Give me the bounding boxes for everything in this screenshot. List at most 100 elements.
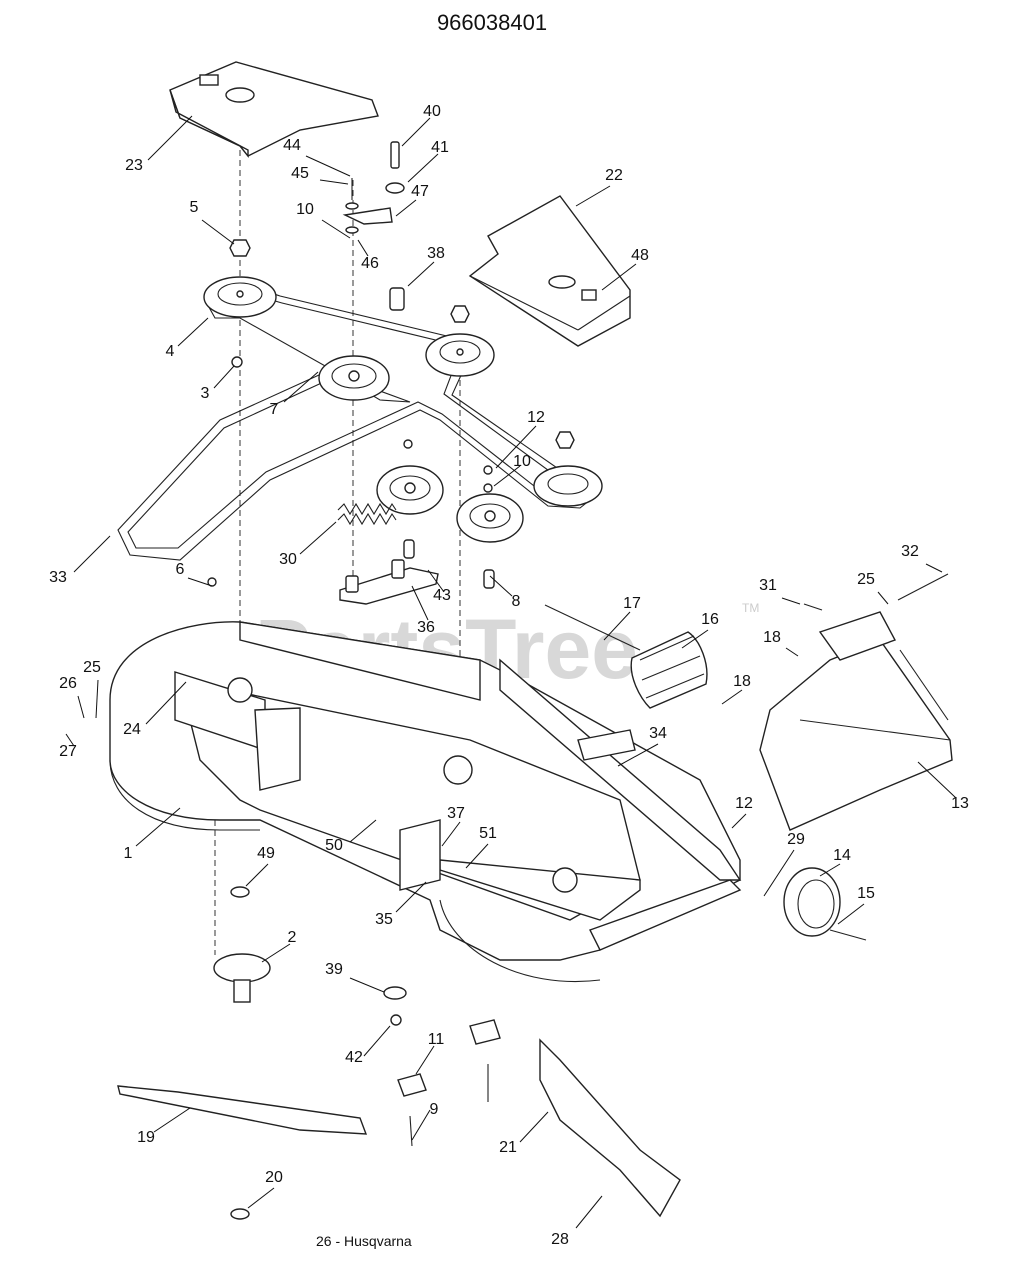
callout-leader-36	[411, 585, 429, 621]
watermark-tm: TM	[742, 601, 759, 615]
callout-leader-31	[781, 597, 801, 605]
callout-leader-4	[177, 317, 209, 347]
callout-leader-25	[877, 591, 889, 605]
callout-leader-29	[763, 849, 795, 897]
callout-leader-22	[575, 185, 611, 207]
callout-leader-17	[603, 611, 631, 641]
callout-leader-25	[95, 679, 99, 719]
callouts: 1234567891010111212131415161718181920212…	[49, 103, 969, 1248]
callout-leader-48	[601, 263, 637, 291]
page-footer: 26 - Husqvarna	[316, 1233, 412, 1249]
callout-leader-32	[925, 563, 943, 573]
callout-leader-9	[411, 1109, 431, 1141]
callout-leader-1	[135, 807, 181, 847]
callout-36: 36	[417, 619, 435, 636]
callout-16: 16	[701, 611, 719, 628]
callout-10: 10	[513, 453, 531, 470]
wheel-14	[783, 867, 867, 941]
callout-leader-5	[201, 219, 235, 245]
callout-47: 47	[411, 183, 429, 200]
callout-leader-28	[575, 1195, 603, 1229]
rod-32	[897, 573, 949, 601]
callout-leader-49	[245, 863, 269, 887]
callout-leader-15	[837, 903, 865, 925]
pulley-4	[203, 276, 277, 318]
callout-leader-24	[145, 681, 187, 725]
bolt-9	[409, 1115, 413, 1147]
callout-32: 32	[901, 543, 919, 560]
idler-arm	[339, 559, 439, 605]
callout-leader-16	[681, 629, 709, 649]
callout-37: 37	[447, 805, 465, 822]
callout-leader-20	[247, 1187, 275, 1209]
callout-35: 35	[375, 911, 393, 928]
plate-11	[397, 1073, 427, 1097]
callout-leader-43	[427, 569, 445, 593]
baffle-21	[539, 1038, 681, 1218]
pulley-7	[318, 355, 390, 401]
callout-leader-39	[349, 977, 385, 993]
callout-leader-33	[73, 535, 111, 573]
callout-39: 39	[325, 961, 343, 978]
callout-leader-50	[349, 819, 377, 843]
callout-leader-13	[917, 761, 957, 799]
callout-33: 33	[49, 569, 67, 586]
callout-leader-51	[465, 843, 489, 869]
callout-11: 11	[428, 1031, 445, 1048]
hardware	[207, 141, 575, 589]
callout-23: 23	[125, 157, 143, 174]
callout-25: 25	[857, 571, 875, 588]
callout-leader-37	[441, 821, 461, 847]
right-belt-cover	[468, 195, 631, 347]
plate-upper	[469, 1019, 501, 1045]
callout-6: 6	[176, 561, 185, 578]
idler-pulley-left	[376, 465, 444, 515]
callout-26: 26	[59, 675, 77, 692]
callout-19: 19	[137, 1129, 155, 1146]
callout-5: 5	[190, 199, 199, 216]
callout-leader-46	[357, 239, 369, 257]
callout-leader-40	[401, 117, 431, 147]
callout-29: 29	[787, 831, 805, 848]
callout-9: 9	[430, 1101, 439, 1118]
callout-leader-11	[415, 1045, 435, 1075]
callout-24: 24	[123, 721, 141, 738]
diagram-title: 966038401	[437, 10, 547, 35]
callout-leader-30	[299, 521, 337, 555]
callout-leader-18	[785, 647, 799, 657]
callout-44: 44	[283, 137, 301, 154]
callout-leader-42	[363, 1025, 391, 1057]
washer-20	[230, 1208, 250, 1220]
callout-18: 18	[733, 673, 751, 690]
idler-pulley-right	[456, 493, 524, 543]
callout-21: 21	[499, 1139, 517, 1156]
callout-15: 15	[857, 885, 875, 902]
blade-19	[117, 1085, 368, 1135]
callout-3: 3	[201, 385, 210, 402]
callout-43: 43	[433, 587, 451, 604]
callout-leader-3	[213, 365, 235, 389]
rod-17	[544, 604, 641, 651]
left-belt-cover	[169, 61, 379, 158]
callout-51: 51	[479, 825, 497, 842]
callout-34: 34	[649, 725, 667, 742]
callout-46: 46	[361, 255, 379, 272]
callout-14: 14	[833, 847, 851, 864]
callout-leader-41	[407, 153, 439, 183]
callout-48: 48	[631, 247, 649, 264]
callout-8: 8	[512, 593, 521, 610]
callout-leader-27	[65, 733, 75, 747]
callout-41: 41	[431, 139, 449, 156]
discharge-chute	[759, 611, 953, 831]
callout-leader-12	[495, 425, 537, 469]
spindle-2	[213, 886, 407, 1026]
callout-leader-23	[147, 115, 193, 161]
callout-10: 10	[296, 201, 314, 218]
callout-leader-10	[321, 219, 351, 239]
callout-38: 38	[427, 245, 445, 262]
callout-leader-44	[305, 155, 351, 177]
callout-leader-7	[283, 371, 319, 403]
callout-31: 31	[759, 577, 777, 594]
callout-leader-47	[395, 199, 417, 217]
